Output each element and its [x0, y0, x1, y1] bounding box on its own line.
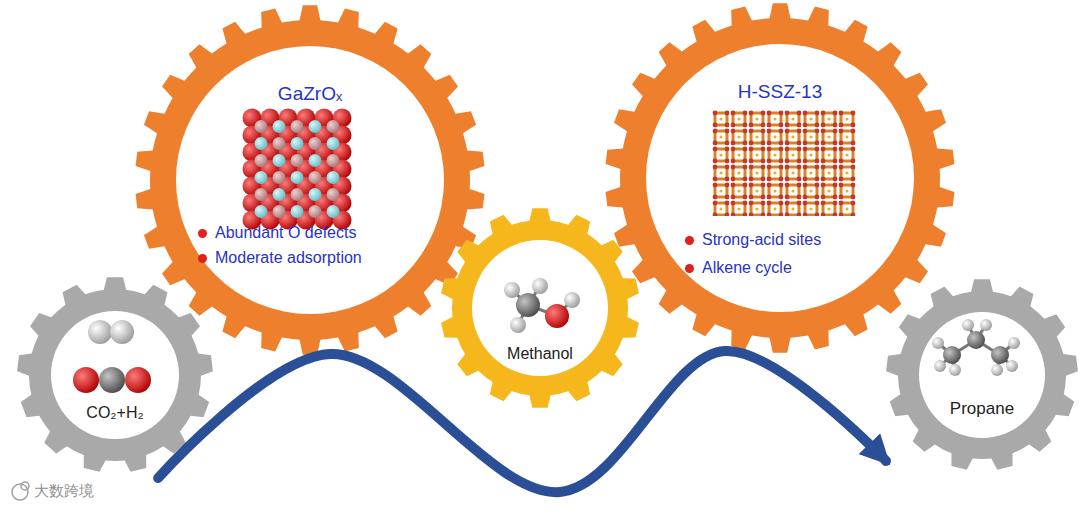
- text-holder: GaZrOₓ: [278, 83, 342, 105]
- metal-atom: [309, 188, 322, 201]
- metal-atom: [309, 120, 322, 133]
- metal-atom: [327, 205, 340, 218]
- metal-atom: [327, 188, 340, 201]
- bullet-text: Moderate adsorption: [215, 249, 362, 267]
- gear-body: [606, 3, 955, 353]
- metal-atom: [273, 154, 286, 167]
- gear-hub: [646, 44, 914, 312]
- gear-hub: [51, 311, 179, 439]
- gear-node: CO₂+H₂: [17, 277, 213, 473]
- gear-label: Propane: [950, 399, 1014, 418]
- gear-body: [886, 279, 1078, 469]
- gear-node: H-SSZ-13Strong-acid sitesAlkene cycle: [605, 3, 955, 353]
- gear-title: GaZrOₓ: [278, 83, 342, 104]
- metal-atom: [291, 205, 304, 218]
- gear-hub: [919, 312, 1045, 438]
- bullet-dot: [198, 254, 207, 263]
- bullet-dot: [685, 236, 694, 245]
- metal-atom: [255, 154, 268, 167]
- metal-atom: [255, 171, 268, 184]
- gear-hub: [176, 46, 444, 314]
- bullet-dot: [685, 264, 694, 273]
- bullet-text: Abundant O defects: [215, 224, 356, 242]
- gear-hub: [472, 240, 608, 376]
- gear-outline: [135, 5, 485, 355]
- metal-atom: [309, 205, 322, 218]
- gear-outline: [440, 208, 640, 408]
- metal-atom: [327, 120, 340, 133]
- metal-atom: [291, 188, 304, 201]
- gear-outline: [886, 279, 1078, 471]
- metal-atom: [255, 137, 268, 150]
- metal-atom: [273, 188, 286, 201]
- gear-node: Methanol: [440, 208, 640, 408]
- metal-atom: [327, 137, 340, 150]
- gear-title: H-SSZ-13: [738, 81, 822, 102]
- metal-atom: [291, 120, 304, 133]
- metal-atom: [255, 188, 268, 201]
- co2-molecule: [73, 367, 151, 393]
- gear-node: Propane: [886, 279, 1078, 471]
- gear-label: Methanol: [507, 345, 573, 362]
- metal-atom: [291, 171, 304, 184]
- gear-body: [136, 5, 485, 355]
- text-holder: CO₂+H₂: [86, 404, 143, 422]
- gear-outline: [605, 3, 955, 353]
- text-holder: Strong-acid sites: [685, 231, 821, 249]
- crystal-lattice: [243, 109, 352, 230]
- text-holder: Methanol: [507, 345, 573, 363]
- text-holder: H-SSZ-13: [738, 81, 822, 103]
- metal-atom: [255, 205, 268, 218]
- metal-atom: [327, 171, 340, 184]
- text-holder: Moderate adsorption: [198, 249, 362, 267]
- gear-body: [17, 277, 213, 471]
- metal-atom: [291, 137, 304, 150]
- bullet-dot: [198, 229, 207, 238]
- metal-atom: [309, 137, 322, 150]
- text-holder: Alkene cycle: [685, 259, 792, 277]
- gear-body: [441, 208, 639, 407]
- zeolite-framework: [712, 110, 856, 216]
- gear-label: CO₂+H₂: [86, 404, 143, 421]
- metal-atom: [327, 154, 340, 167]
- metal-atom: [273, 137, 286, 150]
- bullet-text: Alkene cycle: [702, 259, 792, 277]
- watermark-icon: [12, 482, 29, 500]
- text-holder: Abundant O defects: [198, 224, 356, 242]
- metal-atom: [309, 154, 322, 167]
- metal-atom: [273, 120, 286, 133]
- gear-outline: [17, 277, 213, 473]
- metal-atom: [273, 205, 286, 218]
- gear-node: GaZrOₓAbundant O defectsModerate adsorpt…: [135, 5, 485, 355]
- metal-atom: [255, 120, 268, 133]
- metal-atom: [309, 171, 322, 184]
- watermark: 大数跨境: [34, 482, 94, 501]
- metal-atom: [273, 171, 286, 184]
- metal-atom: [291, 154, 304, 167]
- text-holder: Propane: [950, 399, 1014, 419]
- bullet-text: Strong-acid sites: [702, 231, 821, 249]
